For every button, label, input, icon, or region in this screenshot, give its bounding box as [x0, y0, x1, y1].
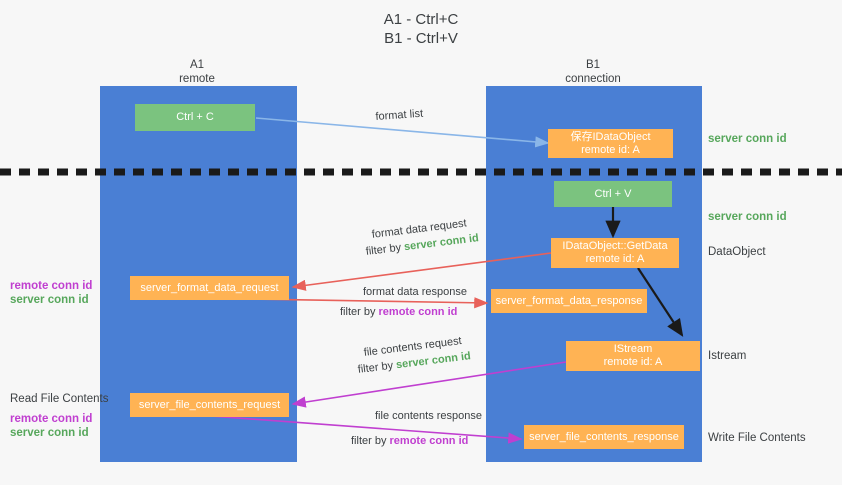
- node-server-file-contents-request-label: server_file_contents_request: [138, 398, 281, 411]
- column-a1-name: A1: [189, 59, 205, 71]
- node-istream-line2: remote id: A: [603, 356, 663, 368]
- label-remote-conn-id-bottom: remote conn id: [10, 413, 93, 425]
- edge-label-fdresp-filter-accent: remote conn id: [378, 306, 458, 318]
- node-server-file-contents-response[interactable]: server_file_contents_response: [524, 425, 684, 449]
- node-server-format-data-response-label: server_format_data_response: [495, 294, 643, 307]
- label-istream: Istream: [708, 350, 747, 362]
- node-getdata-line1: IDataObject::GetData: [562, 240, 668, 252]
- node-save-idataobject-line2: remote id: A: [581, 143, 640, 156]
- edge-label-fdresp-filter-prefix: filter by: [340, 306, 379, 318]
- arrow-file-contents-request: [291, 361, 567, 408]
- label-server-conn-id-top: server conn id: [708, 133, 787, 145]
- node-server-format-data-response[interactable]: server_format_data_response: [491, 289, 647, 313]
- edge-label-file-contents-response: file contents response: [375, 410, 483, 422]
- node-save-idataobject[interactable]: 保存IDataObject remote id: A: [548, 129, 673, 158]
- edge-label-fcresp-filter-accent: remote conn id: [389, 435, 469, 447]
- label-write-file-contents: Write File Contents: [708, 432, 806, 444]
- title-line-1: A1 - Ctrl+C: [383, 11, 459, 28]
- edge-label-format-data-response-filter: filter by remote conn id: [340, 305, 457, 319]
- node-ctrl-c[interactable]: Ctrl + C: [135, 104, 255, 131]
- node-server-format-data-request-label: server_format_data_request: [140, 281, 279, 294]
- page-title: A1 - Ctrl+C B1 - Ctrl+V: [0, 10, 842, 48]
- column-header-a1: A1 remote: [117, 58, 277, 86]
- column-b1-sub: connection: [565, 73, 621, 85]
- node-server-format-data-request[interactable]: server_format_data_request: [130, 276, 289, 300]
- node-idataobject-getdata[interactable]: IDataObject::GetData remote id: A: [551, 238, 679, 268]
- column-header-b1: B1 connection: [513, 58, 673, 86]
- arrow-format-list: [255, 117, 550, 148]
- node-ctrl-v[interactable]: Ctrl + V: [554, 181, 672, 207]
- label-server-conn-id-bottom: server conn id: [10, 427, 89, 439]
- column-b1-name: B1: [585, 59, 601, 71]
- node-server-file-contents-request[interactable]: server_file_contents_request: [130, 393, 289, 417]
- edge-label-file-contents-response-filter: filter by remote conn id: [351, 434, 468, 448]
- arrow-format-data-request: [291, 252, 552, 291]
- label-dataobject: DataObject: [708, 246, 766, 258]
- node-getdata-line2: remote id: A: [585, 253, 645, 265]
- column-a1-sub: remote: [179, 73, 215, 85]
- label-read-file-contents: Read File Contents: [10, 393, 109, 405]
- node-ctrl-v-label: Ctrl + V: [594, 187, 632, 200]
- edge-label-format-data-response: format data response: [363, 286, 467, 298]
- node-istream[interactable]: IStream remote id: A: [566, 341, 700, 371]
- node-istream-line1: IStream: [613, 343, 653, 355]
- title-line-2: B1 - Ctrl+V: [384, 30, 458, 47]
- label-remote-conn-id-mid: remote conn id: [10, 280, 93, 292]
- node-server-file-contents-response-label: server_file_contents_response: [529, 430, 679, 443]
- node-save-idataobject-line1: 保存IDataObject: [570, 130, 651, 143]
- label-server-conn-id-mid: server conn id: [10, 294, 89, 306]
- node-ctrl-c-label: Ctrl + C: [176, 111, 214, 123]
- edge-label-fcresp-filter-prefix: filter by: [351, 435, 390, 447]
- label-server-conn-id-second: server conn id: [708, 211, 787, 223]
- arrow-getdata-to-istream: [637, 267, 684, 337]
